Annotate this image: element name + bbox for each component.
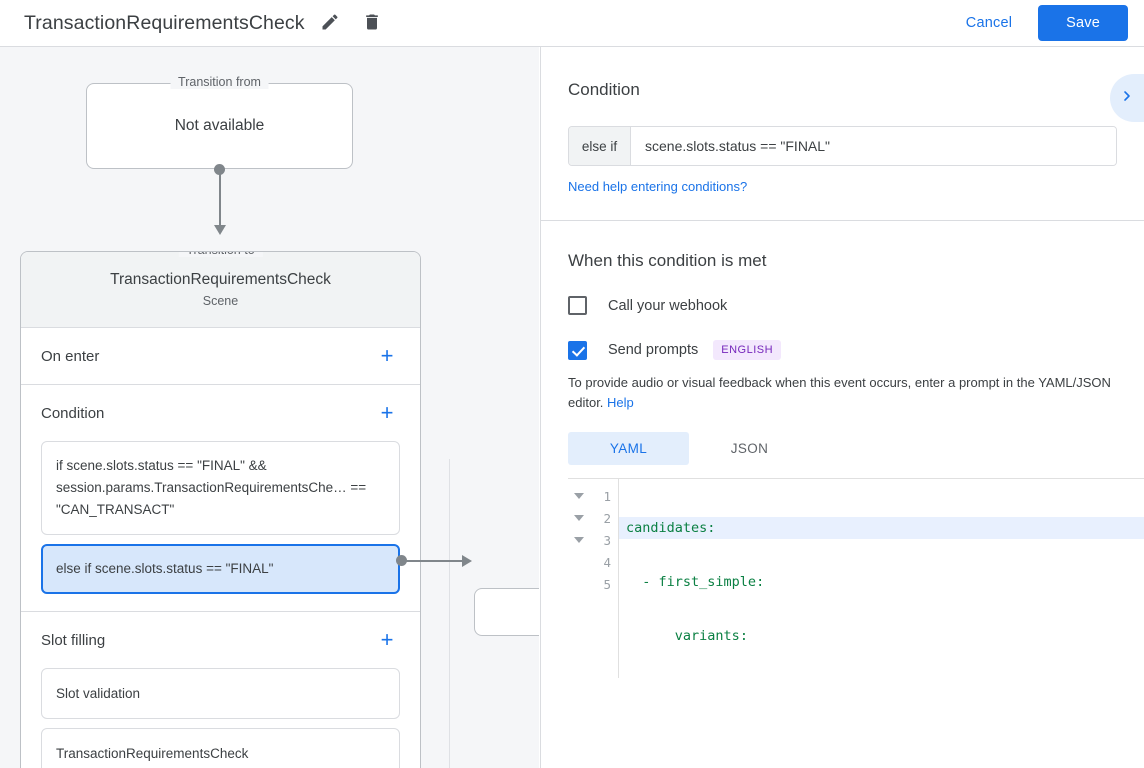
scene-card-header: TransactionRequirementsCheck Scene — [21, 252, 420, 328]
call-webhook-checkbox[interactable] — [568, 296, 587, 315]
on-enter-title: On enter — [41, 348, 99, 365]
fold-triangle-icon[interactable] — [574, 515, 584, 521]
gutter-row: 5 — [568, 573, 618, 595]
gutter-row: 2 — [568, 507, 618, 529]
language-badge: ENGLISH — [713, 340, 781, 360]
condition-header: Condition + — [41, 385, 400, 441]
scene-section-on-enter: On enter + — [21, 328, 420, 385]
fold-triangle-icon[interactable] — [574, 537, 584, 543]
send-prompts-checkbox[interactable] — [568, 341, 587, 360]
scene-section-condition: Condition + if scene.slots.status == "FI… — [21, 385, 420, 612]
delete-button[interactable] — [355, 6, 389, 40]
line-number: 4 — [603, 555, 611, 570]
gutter-row: 3 — [568, 529, 618, 551]
editor-code-area[interactable]: candidates: - first_simple: variants: - … — [619, 479, 1144, 678]
condition-input-row[interactable]: else if scene.slots.status == "FINAL" — [568, 126, 1117, 166]
scene-section-slot-filling: Slot filling + Slot validation Transacti… — [21, 612, 420, 768]
connector-arrow-right — [462, 555, 472, 567]
flow-canvas[interactable]: Transition from Not available Transition… — [0, 47, 539, 768]
line-number: 3 — [603, 533, 611, 548]
add-on-enter-button[interactable]: + — [374, 343, 400, 369]
chevron-right-icon — [1119, 88, 1135, 109]
code-line[interactable]: candidates: — [619, 517, 1144, 539]
call-webhook-row[interactable]: Call your webhook — [568, 296, 1117, 315]
tab-json[interactable]: JSON — [689, 432, 810, 465]
tab-yaml[interactable]: YAML — [568, 432, 689, 465]
code-line[interactable]: - first_simple: — [619, 571, 1144, 593]
edit-title-button[interactable] — [313, 6, 347, 40]
connector-line-vertical — [219, 169, 221, 227]
scene-name: TransactionRequirementsCheck — [110, 271, 331, 289]
send-prompts-helper-text: To provide audio or visual feedback when… — [568, 373, 1117, 413]
transition-to-card[interactable]: Transition to TransactionRequirementsChe… — [20, 251, 421, 768]
editor-format-tabs: YAML JSON — [568, 432, 1117, 465]
helper-help-link[interactable]: Help — [607, 395, 634, 410]
line-number: 2 — [603, 511, 611, 526]
details-panel: Condition else if scene.slots.status == … — [540, 47, 1144, 768]
condition-section-heading: Condition — [568, 47, 1117, 100]
condition-operator-label: else if — [569, 127, 631, 165]
condition-help-link[interactable]: Need help entering conditions? — [568, 179, 747, 194]
condition-editor-section: Condition else if scene.slots.status == … — [541, 47, 1144, 196]
condition-list-item[interactable]: if scene.slots.status == "FINAL" && sess… — [41, 441, 400, 535]
cancel-button[interactable]: Cancel — [952, 6, 1026, 40]
slot-filling-title: Slot filling — [41, 632, 105, 649]
when-condition-met-section: When this condition is met Call your web… — [541, 221, 1144, 465]
prompt-code-editor[interactable]: 1 2 3 4 5 candidates: - first_simple: va… — [568, 478, 1144, 678]
scene-type: Scene — [203, 294, 238, 308]
pencil-icon — [320, 12, 340, 35]
trash-icon — [362, 12, 382, 35]
slot-filling-header: Slot filling + — [41, 612, 400, 668]
target-node-card[interactable] — [474, 588, 539, 636]
add-slot-filling-button[interactable]: + — [374, 627, 400, 653]
line-number: 5 — [603, 577, 611, 592]
code-line[interactable]: variants: — [619, 625, 1144, 647]
transition-to-legend: Transition to — [178, 251, 262, 257]
gutter-row: 4 — [568, 551, 618, 573]
send-prompts-label: Send prompts — [608, 342, 698, 358]
condition-bottom-gap — [41, 603, 400, 611]
condition-list-item-selected[interactable]: else if scene.slots.status == "FINAL" — [41, 544, 400, 594]
slot-filling-item[interactable]: Slot validation — [41, 668, 400, 719]
call-webhook-label: Call your webhook — [608, 298, 727, 314]
page-title: TransactionRequirementsCheck — [24, 12, 305, 35]
add-condition-button[interactable]: + — [374, 400, 400, 426]
gutter-row: 1 — [568, 485, 618, 507]
condition-expression-input[interactable]: scene.slots.status == "FINAL" — [631, 127, 1116, 165]
transition-from-legend: Transition from — [170, 75, 269, 89]
condition-title: Condition — [41, 405, 104, 422]
save-button[interactable]: Save — [1038, 5, 1128, 41]
on-enter-header: On enter + — [41, 328, 400, 384]
when-condition-met-heading: When this condition is met — [568, 221, 1117, 271]
connector-arrow-down — [214, 225, 226, 235]
transition-from-value: Not available — [175, 117, 265, 135]
helper-text-body: To provide audio or visual feedback when… — [568, 375, 1111, 410]
app-header: TransactionRequirementsCheck Cancel Save — [0, 0, 1144, 47]
connector-line-horizontal — [402, 560, 463, 562]
fold-triangle-icon[interactable] — [574, 493, 584, 499]
slot-filling-item[interactable]: TransactionRequirementsCheck — [41, 728, 400, 768]
send-prompts-row[interactable]: Send prompts ENGLISH — [568, 340, 1117, 360]
line-number: 1 — [603, 489, 611, 504]
canvas-guide-line — [449, 459, 450, 768]
editor-gutter: 1 2 3 4 5 — [568, 479, 619, 678]
transition-from-card[interactable]: Transition from Not available — [86, 83, 353, 169]
